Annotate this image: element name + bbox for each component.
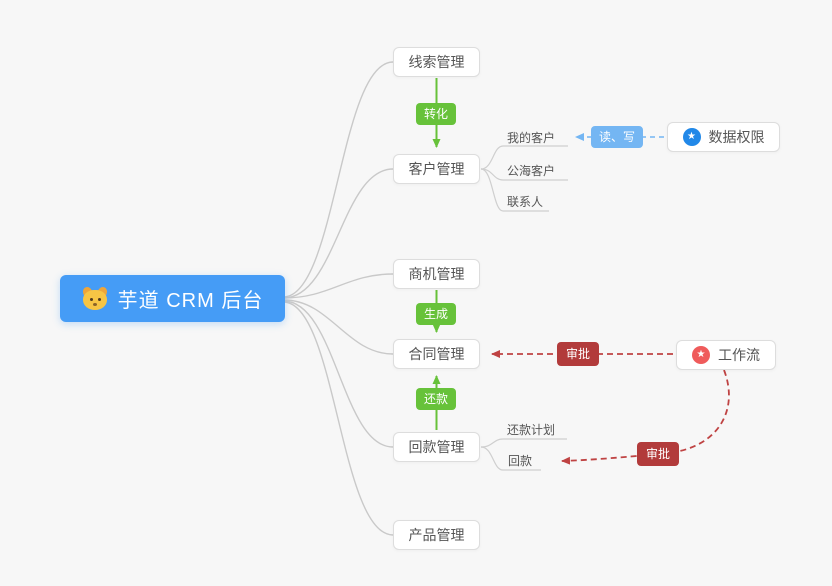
badge-approve-contract: 审批 (556, 342, 600, 366)
node-leads-label: 线索管理 (408, 54, 465, 70)
node-contracts-label: 合同管理 (408, 346, 465, 362)
edge-root-opportunities (283, 273, 394, 299)
star-icon: ★ (692, 346, 710, 364)
subnode-contacts[interactable]: 联系人 (507, 195, 544, 209)
node-customers[interactable]: 客户管理 (393, 154, 480, 184)
node-receivables-label: 回款管理 (408, 439, 465, 455)
arrow-workflow-to-repayment (561, 369, 730, 465)
edge-customers-contacts (480, 168, 549, 212)
edge-root-products (283, 301, 394, 536)
subnode-repayment[interactable]: 回款 (508, 454, 533, 468)
badge-approve-receivable: 审批 (636, 442, 680, 466)
subnode-repayment-plan[interactable]: 还款计划 (507, 423, 556, 437)
subnode-public-customers[interactable]: 公海客户 (507, 164, 556, 178)
badge-read-write: 读、写 (590, 126, 644, 148)
root-node[interactable]: 芋道 CRM 后台 (60, 275, 285, 322)
edge-root-contracts (283, 299, 394, 355)
edge-receivables-plan (480, 438, 567, 448)
node-data-permission[interactable]: ★ 数据权限 (667, 122, 780, 152)
node-workflow[interactable]: ★ 工作流 (676, 340, 776, 370)
badge-repay: 还款 (415, 388, 457, 410)
badge-convert: 转化 (415, 103, 457, 125)
subnode-my-customers[interactable]: 我的客户 (507, 131, 556, 145)
edge-root-leads (283, 61, 394, 298)
node-data-permission-label: 数据权限 (708, 129, 765, 145)
edge-root-customers (283, 168, 394, 299)
node-leads[interactable]: 线索管理 (393, 47, 480, 77)
edge-customers-my (480, 145, 568, 170)
node-receivables[interactable]: 回款管理 (393, 432, 480, 462)
node-opportunities[interactable]: 商机管理 (393, 259, 480, 289)
root-label: 芋道 CRM 后台 (117, 290, 264, 312)
node-contracts[interactable]: 合同管理 (393, 339, 480, 369)
star-icon: ★ (682, 128, 701, 146)
node-customers-label: 客户管理 (408, 161, 465, 177)
node-products[interactable]: 产品管理 (393, 520, 480, 550)
node-opportunities-label: 商机管理 (408, 266, 465, 282)
edge-receivables-repayment (480, 446, 541, 471)
dog-face-icon (82, 287, 108, 311)
node-products-label: 产品管理 (408, 527, 465, 543)
edge-root-receivables (283, 300, 394, 448)
node-workflow-label: 工作流 (718, 347, 760, 363)
edge-customers-public (480, 168, 568, 181)
badge-generate: 生成 (415, 303, 457, 325)
